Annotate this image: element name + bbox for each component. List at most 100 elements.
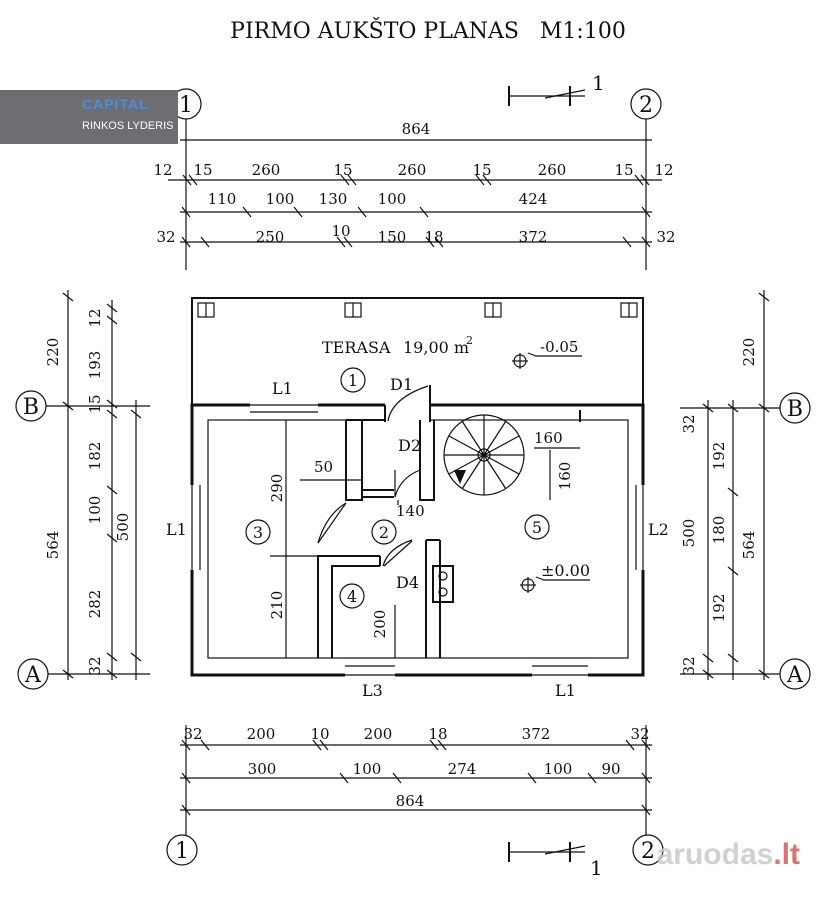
svg-text:32: 32	[183, 725, 202, 743]
terrace-area: 19,00 m	[403, 338, 469, 357]
top-dimensions: 864 12 15 260 15 260 15 260 15 12 110 10…	[153, 120, 676, 248]
window-bottom-l3: L3	[362, 681, 383, 700]
plan-title: PIRMO AUKŠTO PLANAS M1:100	[230, 17, 626, 44]
section-mark-bottom: 1	[508, 842, 603, 880]
left-dimensions: 220 564 12 193 15 182 100 282 32 500	[44, 290, 142, 680]
svg-text:200: 200	[247, 725, 276, 743]
watermark: aruodas.lt	[657, 838, 800, 872]
svg-text:130: 130	[319, 190, 348, 208]
door-d2: D2	[398, 436, 421, 455]
svg-text:100: 100	[378, 190, 407, 208]
svg-text:500: 500	[680, 519, 698, 548]
terrace-posts	[197, 302, 638, 318]
svg-text:282: 282	[86, 590, 104, 619]
svg-text:193: 193	[86, 351, 104, 380]
svg-text:2: 2	[639, 93, 653, 118]
spiral-staircase: 160 160	[443, 414, 580, 500]
svg-text:424: 424	[519, 190, 548, 208]
svg-text:200: 200	[371, 610, 389, 639]
svg-text:12: 12	[153, 161, 172, 179]
svg-text:100: 100	[353, 760, 382, 778]
axis-1-top: 1	[170, 88, 202, 270]
right-dimensions: 32 500 32 192 180 192 220 564	[680, 290, 770, 680]
room-2: 2	[379, 523, 389, 542]
logo-tagline: RINKOS LYDERIS	[82, 120, 174, 132]
svg-text:500: 500	[114, 513, 132, 542]
svg-text:260: 260	[252, 161, 281, 179]
door-d1: D1	[390, 375, 413, 394]
svg-text:200: 200	[364, 725, 393, 743]
svg-text:250: 250	[256, 228, 285, 246]
svg-text:1: 1	[179, 93, 193, 118]
svg-text:50: 50	[314, 458, 333, 476]
svg-text:15: 15	[193, 161, 212, 179]
svg-text:110: 110	[208, 190, 237, 208]
svg-text:180: 180	[710, 516, 728, 545]
axis-2-top: 2	[630, 88, 662, 270]
stair-height: 160	[556, 462, 574, 491]
svg-text:32: 32	[656, 228, 675, 246]
svg-text:290: 290	[268, 474, 286, 503]
room-1: 1	[348, 371, 358, 390]
window-top-l1: L1	[272, 379, 293, 398]
logo-brand: CAPITAL	[82, 96, 149, 112]
floor-level: ±0.00	[541, 561, 590, 580]
terrace-area-sup: 2	[466, 334, 473, 347]
svg-text:100: 100	[86, 496, 104, 525]
svg-text:1: 1	[592, 71, 605, 95]
watermark-suffix: .lt	[773, 838, 800, 871]
dim-total-top: 864	[402, 120, 431, 138]
axis-B-right: B	[680, 392, 811, 424]
axis-1-bottom: 1	[166, 725, 198, 866]
terrace-label: TERASA	[322, 338, 391, 357]
svg-text:564: 564	[44, 531, 62, 560]
svg-text:32: 32	[630, 725, 649, 743]
interior-doors: D2 D4	[317, 436, 421, 592]
svg-text:372: 372	[519, 228, 548, 246]
terrace: TERASA 19,00 m 2 -0.05 1	[191, 297, 644, 405]
svg-text:300: 300	[248, 760, 277, 778]
svg-text:B: B	[787, 397, 803, 422]
svg-text:90: 90	[601, 760, 620, 778]
svg-text:15: 15	[472, 161, 491, 179]
svg-text:12: 12	[654, 161, 673, 179]
svg-text:564: 564	[740, 531, 758, 560]
window-bottom-l1: L1	[555, 681, 576, 700]
svg-text:A: A	[24, 663, 42, 688]
section-mark-top: 1	[508, 71, 605, 106]
terrace-level: -0.05	[540, 338, 578, 356]
agency-logo: CAPITAL RINKOS LYDERIS	[0, 90, 178, 144]
svg-text:10: 10	[331, 222, 350, 240]
svg-text:15: 15	[333, 161, 352, 179]
axis-2-bottom: 2	[632, 725, 664, 866]
svg-text:32: 32	[680, 656, 698, 675]
svg-text:220: 220	[44, 338, 62, 367]
axis-B-left: B	[15, 390, 150, 422]
svg-text:100: 100	[266, 190, 295, 208]
door-d4: D4	[396, 573, 419, 592]
svg-text:12: 12	[86, 308, 104, 327]
svg-text:192: 192	[710, 442, 728, 471]
svg-text:B: B	[23, 395, 39, 420]
room-labels: 3 2 4 5	[245, 514, 550, 609]
window-right-l2: L2	[648, 520, 669, 539]
svg-text:15: 15	[86, 394, 104, 413]
bottom-dimensions: 32 200 10 200 18 372 32 300 100 274 100 …	[180, 725, 652, 816]
stair-width: 160	[534, 429, 563, 447]
entrance-door-d1: D1	[384, 375, 431, 424]
svg-text:32: 32	[156, 228, 175, 246]
room-3-dimensions: 290 210 50 140 200	[268, 420, 425, 658]
svg-text:18: 18	[428, 725, 447, 743]
svg-text:274: 274	[448, 760, 477, 778]
svg-text:150: 150	[378, 228, 407, 246]
svg-text:10: 10	[310, 725, 329, 743]
boiler-unit	[432, 565, 454, 603]
svg-text:182: 182	[86, 442, 104, 471]
svg-text:32: 32	[86, 656, 104, 675]
room-4: 4	[347, 587, 357, 606]
window-left-l1: L1	[166, 520, 187, 539]
svg-text:140: 140	[396, 502, 425, 520]
svg-text:372: 372	[522, 725, 551, 743]
svg-text:260: 260	[398, 161, 427, 179]
axis-A-left: A	[17, 658, 150, 690]
